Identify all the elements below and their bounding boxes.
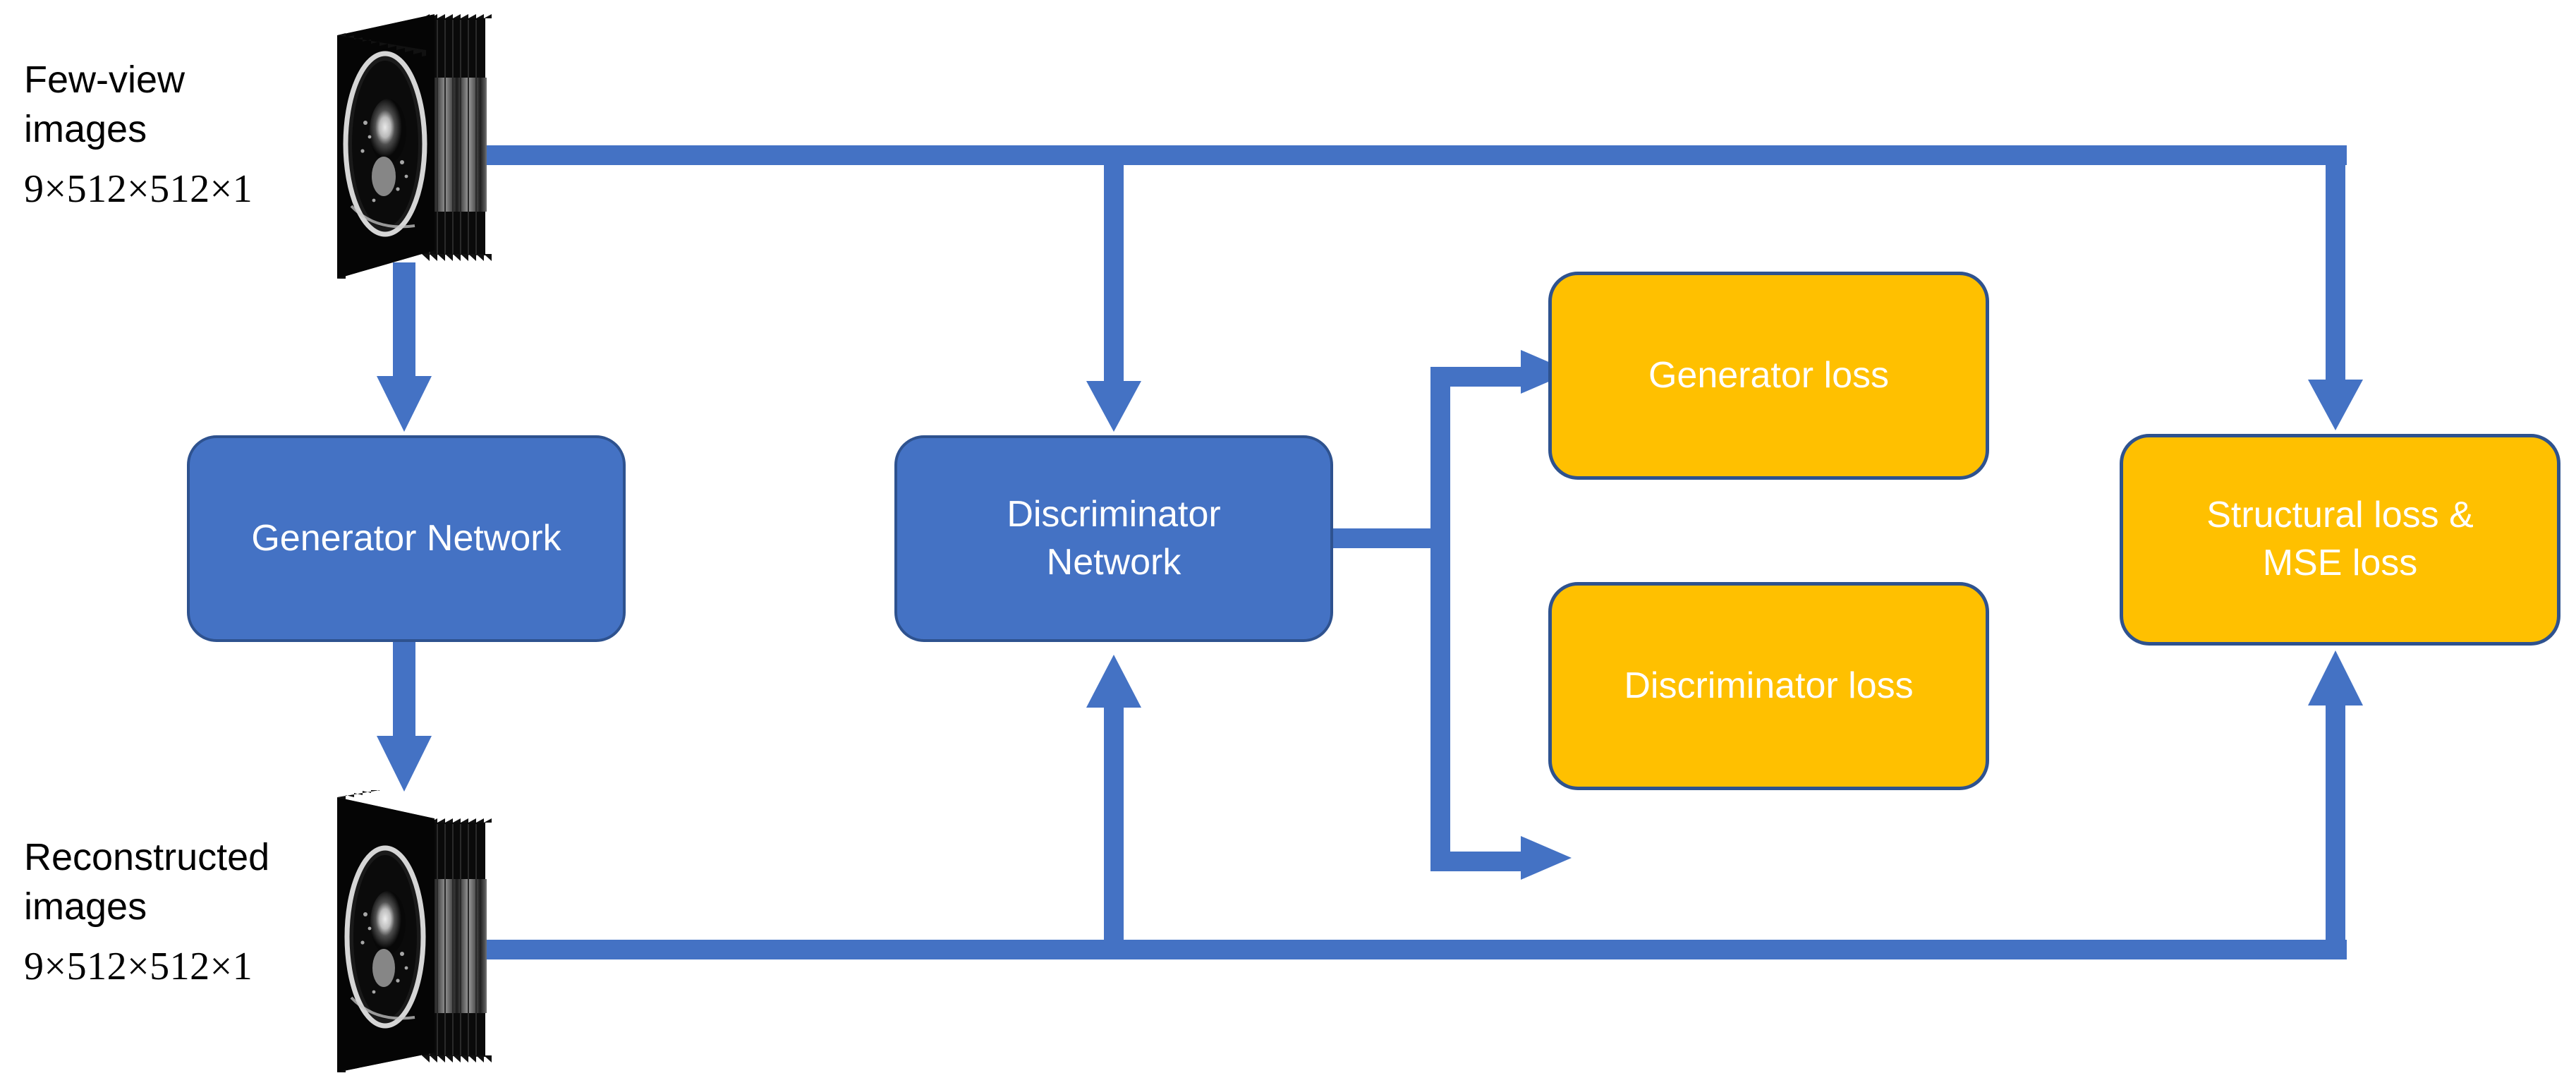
structural-mse-loss-label-line1: Structural loss & [2206, 495, 2474, 536]
few-view-label-line2: images [24, 108, 147, 151]
few-view-dims: 9×512×512×1 [24, 167, 253, 212]
edge-discriminator-to-losses [1332, 350, 1572, 880]
discriminator-loss-node[interactable]: Discriminator loss [1548, 582, 1989, 790]
discriminator-loss-label: Discriminator loss [1624, 665, 1914, 706]
few-view-label-line1: Few-view [24, 59, 186, 101]
structural-mse-loss-label-line2: MSE loss [2262, 543, 2418, 583]
reconstructed-label-line1: Reconstructed [24, 836, 270, 878]
edge-generator-to-reconstructed [377, 642, 432, 792]
discriminator-network-label-line2: Network [1046, 541, 1181, 583]
structural-mse-loss-node[interactable]: Structural loss & MSE loss [2120, 434, 2560, 646]
ct-slice-stack-icon [337, 790, 492, 1072]
generator-loss-node[interactable]: Generator loss [1548, 272, 1989, 480]
reconstructed-dims: 9×512×512×1 [24, 945, 253, 989]
edge-reconstructed-bus-bottom [483, 650, 2363, 959]
reconstructed-stack [337, 790, 499, 1072]
few-view-label: Few-view images 9×512×512×1 [24, 55, 253, 215]
edge-fewview-to-generator [377, 262, 432, 432]
reconstructed-label-line2: images [24, 885, 147, 928]
edge-fewview-bus-top [462, 145, 2363, 432]
discriminator-network-node[interactable]: Discriminator Network [894, 435, 1333, 642]
reconstructed-label: Reconstructed images 9×512×512×1 [24, 832, 269, 993]
generator-network-label: Generator Network [251, 517, 561, 559]
ct-slice-stack-icon [337, 14, 492, 279]
few-view-stack [337, 14, 499, 279]
generator-loss-label: Generator loss [1648, 354, 1890, 396]
discriminator-network-label-line1: Discriminator [1007, 493, 1221, 535]
generator-network-node[interactable]: Generator Network [187, 435, 626, 642]
